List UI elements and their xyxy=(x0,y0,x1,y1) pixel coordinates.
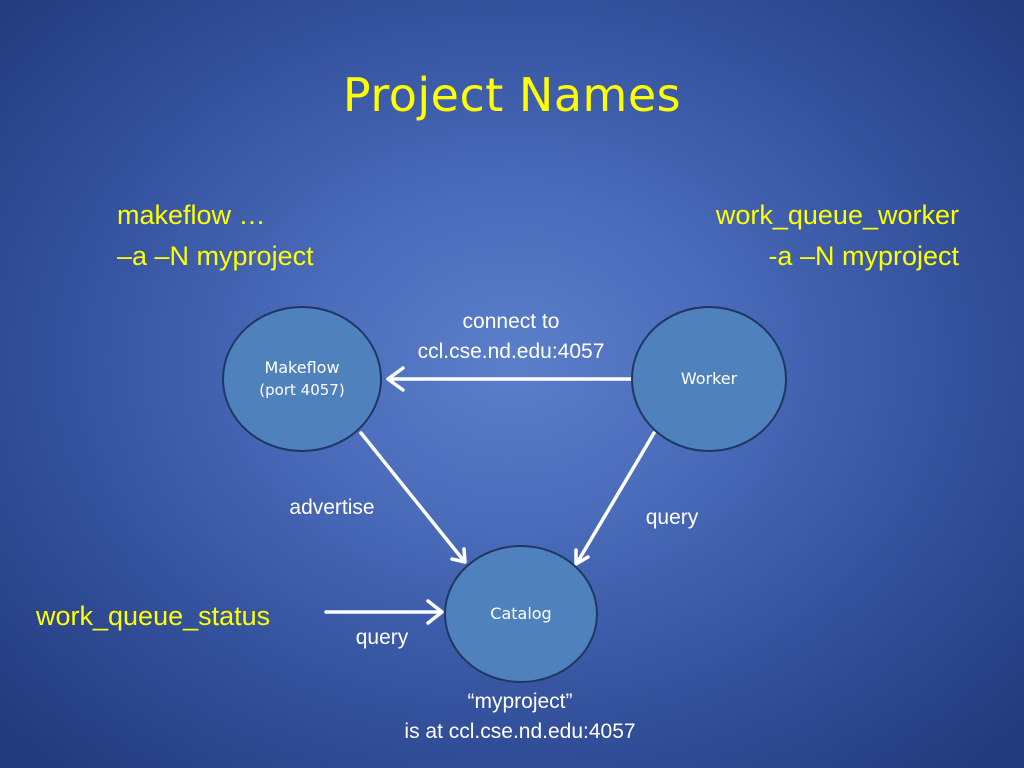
worker-node-name: Worker xyxy=(680,369,738,388)
worker-command-line-1: work_queue_worker xyxy=(715,200,959,230)
worker-query-label: query xyxy=(645,506,699,529)
makeflow-node-name: Makeflow xyxy=(264,358,340,377)
connect-to-line-1: connect to xyxy=(462,310,560,333)
makeflow-command-line-2: –a –N myproject xyxy=(117,241,314,271)
worker-command: work_queue_worker -a –N myproject xyxy=(500,195,959,277)
catalog-answer: “myproject” is at ccl.cse.nd.edu:4057 xyxy=(352,687,688,747)
status-query-label: query xyxy=(355,626,409,649)
catalog-node-name: Catalog xyxy=(490,604,552,623)
worker-query-arrow xyxy=(574,431,656,566)
worker-command-line-2: -a –N myproject xyxy=(768,241,959,271)
connect-arrow xyxy=(386,366,634,392)
makeflow-node-port: (port 4057) xyxy=(259,381,345,399)
catalog-answer-line-1: “myproject” xyxy=(467,690,573,713)
makeflow-node: Makeflow (port 4057) xyxy=(222,306,382,452)
connect-to-label: connect to ccl.cse.nd.edu:4057 xyxy=(386,307,636,367)
worker-node: Worker xyxy=(631,306,787,452)
makeflow-command: makeflow … –a –N myproject xyxy=(117,195,314,277)
slide-title: Project Names xyxy=(342,68,682,122)
advertise-arrow xyxy=(359,431,467,564)
catalog-answer-line-2: is at ccl.cse.nd.edu:4057 xyxy=(404,720,636,743)
status-query-arrow xyxy=(324,599,444,625)
catalog-node: Catalog xyxy=(444,545,598,683)
connect-to-line-2: ccl.cse.nd.edu:4057 xyxy=(417,340,605,363)
advertise-label: advertise xyxy=(289,496,375,519)
status-command: work_queue_status xyxy=(36,601,271,631)
makeflow-command-line-1: makeflow … xyxy=(117,200,266,230)
